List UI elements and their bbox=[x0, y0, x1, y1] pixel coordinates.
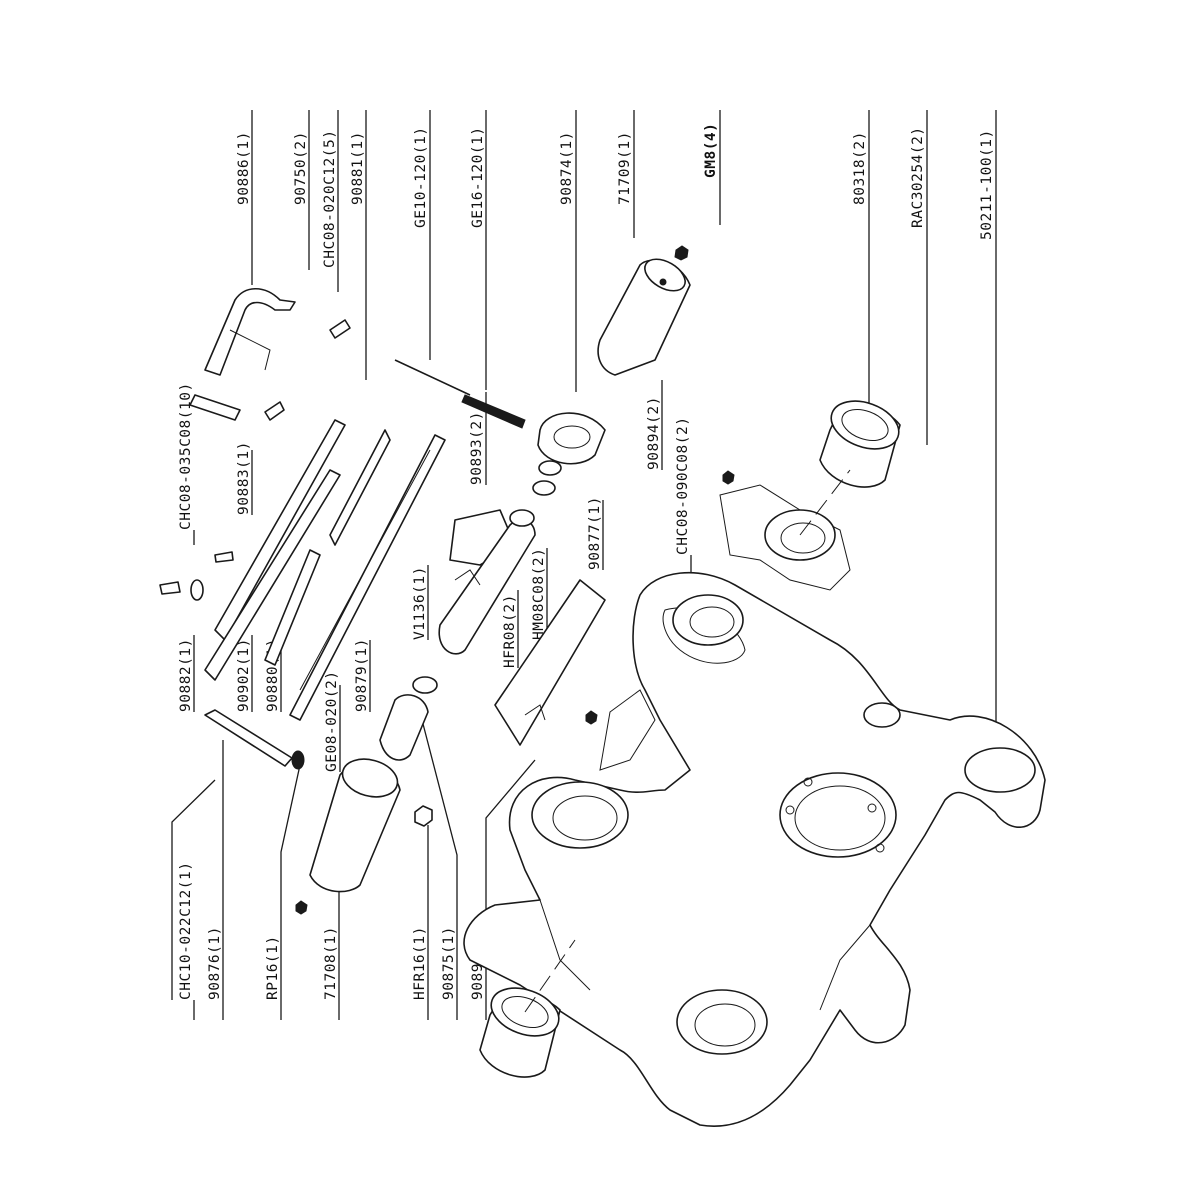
ring-90874 bbox=[537, 412, 606, 465]
label-90875: 90875(1) bbox=[441, 926, 457, 1000]
label-90882: 90882(1) bbox=[178, 638, 194, 712]
label-90883: 90883(1) bbox=[236, 441, 252, 515]
label-90881: 90881(1) bbox=[350, 131, 366, 205]
plate-90880 bbox=[204, 469, 341, 681]
label-90893: 90893(2) bbox=[469, 411, 485, 485]
label-90877: 90877(1) bbox=[587, 496, 603, 570]
bolt-chc08-020c12 bbox=[264, 319, 351, 421]
washer-90894 bbox=[538, 460, 562, 476]
label-v1136: V1136(1) bbox=[412, 566, 428, 640]
bushing-80318-bottom bbox=[479, 987, 561, 1078]
label-90894: 90894(2) bbox=[646, 396, 662, 470]
cylinder-71708 bbox=[309, 758, 401, 893]
washer-90893 bbox=[532, 480, 556, 496]
label-50211-100: 50211-100(1) bbox=[979, 129, 995, 240]
label-hfr16: HFR16(1) bbox=[412, 926, 428, 1000]
main-body-50211 bbox=[463, 484, 1046, 1127]
label-chc08-020c12: CHC08-020C12(5) bbox=[322, 130, 338, 268]
axis-line-bottom bbox=[524, 939, 576, 1013]
bar-90879 bbox=[289, 434, 446, 721]
middle-labels: CHC08-035C08(10) 90883(1) 90893(2) 90894… bbox=[178, 380, 692, 772]
label-gm8: GM8(4) bbox=[703, 123, 719, 178]
plate-90877 bbox=[494, 579, 606, 746]
label-chc10-022c12: CHC10-022C12(1) bbox=[178, 862, 194, 1000]
label-90879: 90879(1) bbox=[354, 638, 370, 712]
label-90876: 90876(1) bbox=[207, 926, 223, 1000]
fitting-90875 bbox=[379, 676, 438, 761]
label-chc08-090c08: CHC08-090C08(2) bbox=[675, 417, 691, 555]
label-ge10-120: GE10-120(1) bbox=[413, 126, 429, 228]
bolt-90882 bbox=[159, 579, 204, 601]
label-chc08-035c08: CHC08-035C08(10) bbox=[178, 382, 194, 530]
plate-90902 bbox=[214, 419, 346, 641]
grease-nipples-gm8 bbox=[295, 245, 735, 915]
bolt-chc08-035c08 bbox=[214, 551, 234, 563]
label-90886: 90886(1) bbox=[236, 131, 252, 205]
label-hm08c08: HM08C08(2) bbox=[531, 548, 547, 640]
label-hfr08: HFR08(2) bbox=[502, 594, 518, 668]
pin-90876 bbox=[204, 709, 305, 770]
label-90874: 90874(1) bbox=[559, 131, 575, 205]
handle-90886 bbox=[189, 287, 296, 421]
label-90902: 90902(1) bbox=[236, 638, 252, 712]
cylinder-71709 bbox=[597, 258, 691, 376]
nut-hfr16 bbox=[414, 805, 433, 827]
top-labels: 90886(1) 90750(2) CHC08-020C12(5) 90881(… bbox=[236, 110, 997, 730]
label-71708: 71708(1) bbox=[323, 926, 339, 1000]
valve-v1136 bbox=[438, 509, 536, 655]
rod-ge10 bbox=[394, 359, 471, 396]
label-ge08-020: GE08-020(2) bbox=[324, 670, 340, 772]
bushing-80318-top bbox=[819, 400, 901, 488]
bottom-labels: CHC10-022C12(1) 90876(1) RP16(1) 71708(1… bbox=[171, 719, 536, 1020]
label-80318: 80318(2) bbox=[852, 131, 868, 205]
bracket-90881 bbox=[264, 429, 391, 666]
label-90750: 90750(2) bbox=[293, 131, 309, 205]
label-rp16: RP16(1) bbox=[265, 935, 281, 1000]
label-71709: 71709(1) bbox=[617, 131, 633, 205]
label-ge16-120: GE16-120(1) bbox=[470, 126, 486, 228]
label-rac30254: RAC30254(2) bbox=[910, 126, 926, 228]
rod-ge16 bbox=[461, 394, 526, 429]
axis-line-top bbox=[799, 469, 851, 536]
